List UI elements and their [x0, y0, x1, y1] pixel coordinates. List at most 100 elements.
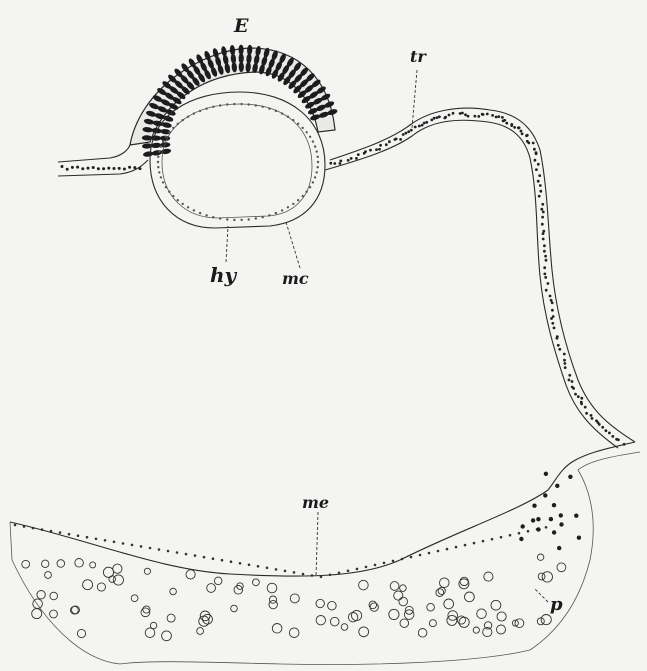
mass-cell	[42, 560, 49, 567]
epiblast-cell	[143, 151, 154, 158]
tr-dot	[378, 148, 381, 151]
tr-dot	[339, 160, 342, 163]
mass-edge-dot	[167, 550, 170, 553]
p-dark-dot	[544, 472, 548, 476]
strip-dot	[81, 167, 84, 170]
mass-cell	[45, 572, 52, 579]
mass-cell	[328, 601, 337, 610]
tr-dot	[537, 163, 540, 166]
vesicle-dot	[177, 123, 179, 125]
trophoblast-wall	[325, 108, 635, 448]
mass-edge-dot	[32, 527, 35, 530]
tr-dot	[591, 417, 594, 420]
mass-edge-dot	[68, 533, 71, 536]
mass-cell	[32, 609, 42, 619]
tr-dot	[379, 144, 382, 147]
mass-cell	[429, 620, 436, 627]
tr-dot	[540, 208, 543, 211]
vesicle-dot	[160, 145, 162, 147]
mass-cell	[359, 627, 369, 637]
mass-cell	[269, 596, 276, 603]
vesicle-dot	[314, 145, 316, 147]
mass-edge-dot	[122, 542, 125, 545]
vesicle-dot	[233, 219, 235, 221]
vesicle-dot	[281, 209, 283, 211]
strip-dot	[128, 166, 131, 169]
tr-dot	[497, 115, 500, 118]
tr-dot	[501, 116, 504, 119]
tr-dot	[395, 138, 398, 141]
tr-dot	[538, 174, 541, 177]
mass-cell	[272, 624, 282, 634]
vesicle-dot	[255, 217, 257, 219]
tr-dot	[572, 387, 575, 390]
mass-cell	[400, 585, 407, 592]
mass-cell	[231, 605, 238, 612]
mass-cell	[436, 589, 444, 597]
mass-edge-dot	[185, 553, 188, 556]
tr-dot	[402, 133, 405, 136]
vesicle-dot	[262, 216, 264, 218]
mass-edge-dot	[491, 538, 494, 541]
tr-dot	[547, 282, 550, 285]
tr-dot	[556, 337, 559, 340]
tr-dot	[537, 180, 540, 183]
mass-cell	[269, 600, 277, 608]
tr-dot	[601, 426, 604, 429]
vesicle-dot	[177, 199, 179, 201]
leader-hy	[226, 226, 228, 262]
mass-edge-dot	[473, 542, 476, 545]
vesicle-dot	[248, 103, 250, 105]
tr-dot	[438, 115, 441, 118]
mass-edge-dot	[131, 544, 134, 547]
tr-dot	[553, 327, 556, 330]
mass-edge-dot	[455, 546, 458, 549]
mass-edge-dot	[383, 562, 386, 565]
vesicle-dot	[302, 127, 304, 129]
vesicle-dot	[162, 140, 164, 142]
mass-cell	[341, 624, 348, 631]
vesicle-dot	[255, 104, 257, 106]
mass-cell	[186, 570, 195, 579]
mass-edge-dot	[23, 525, 26, 528]
tr-dot	[549, 295, 552, 298]
vesicle-dot	[317, 166, 319, 168]
tr-dot	[407, 130, 410, 133]
p-dark-dot	[559, 522, 563, 526]
tr-dot	[545, 289, 548, 292]
lower-mass-cells	[22, 554, 566, 641]
epiblast-cell	[160, 148, 171, 155]
mass-edge-dot	[230, 560, 233, 563]
mass-cell	[37, 591, 45, 599]
vesicle-dot	[240, 219, 242, 221]
label-tr: tr	[410, 47, 427, 66]
tr-dot	[605, 429, 608, 432]
strip-dot	[102, 167, 105, 170]
mass-cell	[50, 592, 58, 600]
mass-edge-dot	[158, 548, 161, 551]
mass-cell	[444, 599, 454, 609]
mass-edge-dot	[428, 552, 431, 555]
vesicle	[150, 92, 325, 228]
mass-edge-dot	[59, 531, 62, 534]
tr-dot	[347, 159, 350, 162]
tr-dot	[467, 115, 470, 118]
mass-cell	[316, 599, 324, 607]
mass-cell	[541, 615, 551, 625]
vesicle-dot	[297, 123, 299, 125]
vesicle-dot	[162, 181, 164, 183]
label-hy: hy	[210, 263, 238, 287]
tr-dot	[590, 414, 593, 417]
tr-dot	[541, 223, 544, 226]
vesicle-dot	[268, 108, 270, 110]
tr-dot	[513, 126, 516, 129]
mass-edge-dot	[221, 559, 224, 562]
label-mc: mc	[282, 269, 309, 288]
mass-cell	[440, 578, 450, 588]
tr-dot	[477, 115, 480, 118]
vesicle-dot	[275, 110, 277, 112]
vesicle-dot	[165, 136, 167, 138]
tr-dot	[418, 125, 421, 128]
tr-dot	[464, 113, 467, 116]
mass-edge-dot	[509, 534, 512, 537]
